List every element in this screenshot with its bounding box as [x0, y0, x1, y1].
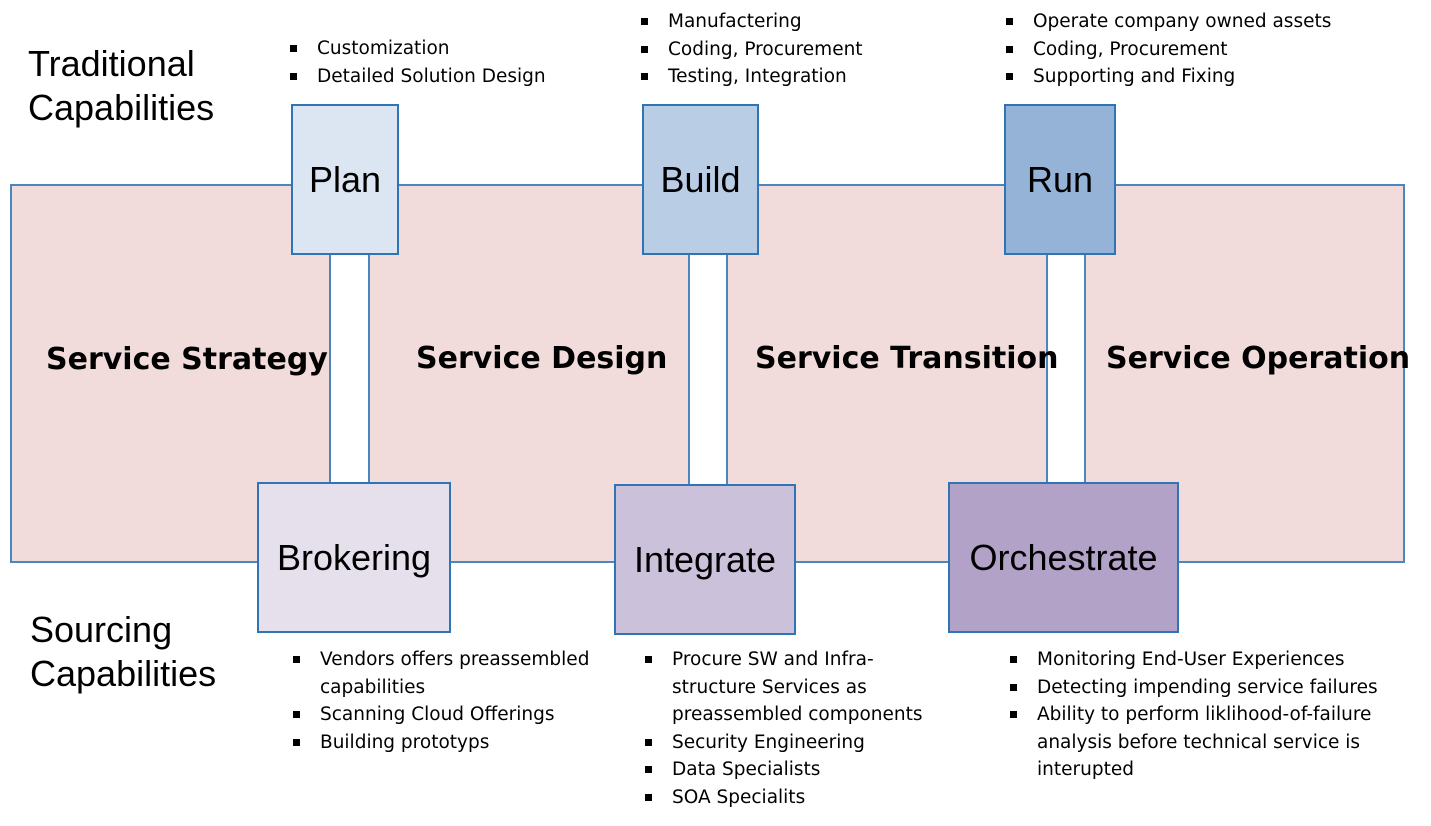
- list-item: Testing, Integration: [641, 63, 941, 91]
- list-item: Detailed Solution Design: [290, 63, 590, 91]
- phase-service-operation: Service Operation: [1106, 341, 1411, 376]
- phase-service-transition: Service Transition: [755, 341, 1059, 376]
- list-item: Security Engineering: [645, 729, 940, 757]
- list-item: Data Specialists: [645, 756, 940, 784]
- list-item: Manufactering: [641, 8, 941, 36]
- brokering-bullet-list: Vendors offers preassembled capabilities…: [293, 646, 593, 756]
- run-box: Run: [1004, 104, 1116, 255]
- list-item: Coding, Procurement: [1006, 36, 1406, 64]
- plan-box: Plan: [291, 104, 399, 255]
- list-item: Building prototyps: [293, 729, 593, 757]
- list-item: Monitoring End-User Experiences: [1010, 646, 1380, 674]
- list-item: SOA Specialits: [645, 784, 940, 812]
- build-bullet-list: Manufactering Coding, Procurement Testin…: [641, 8, 941, 91]
- phase-service-strategy: Service Strategy: [46, 342, 328, 377]
- list-item: Detecting impending service failures: [1010, 674, 1380, 702]
- list-item: Coding, Procurement: [641, 36, 941, 64]
- list-item: Customization: [290, 35, 590, 63]
- brokering-label: Brokering: [276, 536, 432, 578]
- build-label: Build: [660, 158, 741, 200]
- list-item: Supporting and Fixing: [1006, 63, 1406, 91]
- plan-bullet-list: Customization Detailed Solution Design: [290, 35, 590, 90]
- list-item: Operate company owned assets: [1006, 8, 1406, 36]
- orchestrate-box: Orchestrate: [948, 482, 1179, 633]
- plan-label: Plan: [308, 158, 382, 200]
- list-item: Vendors offers preassembled capabilities: [293, 646, 593, 701]
- orchestrate-bullet-list: Monitoring End-User Experiences Detectin…: [1010, 646, 1380, 784]
- list-item: Procure SW and Infra-structure Services …: [645, 646, 940, 729]
- sourcing-capabilities-heading: Sourcing Capabilities: [30, 609, 217, 694]
- list-item: Ability to perform liklihood-of-failure …: [1010, 701, 1380, 784]
- brokering-box: Brokering: [257, 482, 451, 633]
- traditional-capabilities-heading: Traditional Capabilities: [28, 43, 215, 128]
- run-bullet-list: Operate company owned assets Coding, Pro…: [1006, 8, 1406, 91]
- integrate-bullet-list: Procure SW and Infra-structure Services …: [645, 646, 940, 811]
- integrate-box: Integrate: [614, 484, 796, 635]
- run-label: Run: [1026, 158, 1094, 200]
- run-orchestrate-connector: [1046, 253, 1086, 483]
- phase-service-design: Service Design: [416, 341, 668, 376]
- orchestrate-label: Orchestrate: [969, 536, 1158, 578]
- build-box: Build: [642, 104, 759, 255]
- plan-brokering-connector: [329, 253, 370, 483]
- list-item: Scanning Cloud Offerings: [293, 701, 593, 729]
- integrate-label: Integrate: [633, 538, 777, 580]
- build-integrate-connector: [688, 253, 728, 485]
